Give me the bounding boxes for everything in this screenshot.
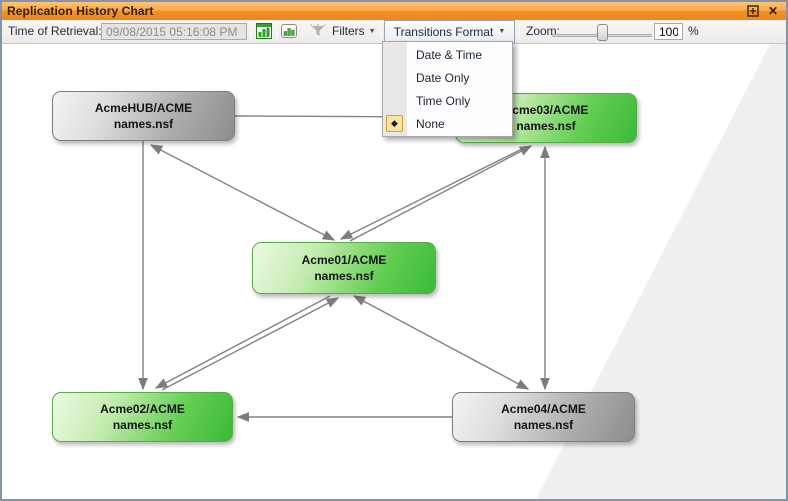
node-acmehub[interactable]: AcmeHUB/ACME names.nsf	[52, 91, 235, 141]
node-label-line1: AcmeHUB/ACME	[94, 101, 193, 115]
separator	[380, 23, 381, 39]
zoom-value-input[interactable]	[654, 23, 683, 40]
menu-item-none[interactable]: ◆ None	[383, 112, 512, 135]
bar-chart-icon[interactable]	[280, 22, 298, 40]
menu-item-date-only[interactable]: Date Only	[383, 66, 512, 89]
transitions-format-button[interactable]: Transitions Format ▼	[384, 20, 515, 43]
maximize-icon[interactable]	[746, 4, 760, 18]
time-of-retrieval-field	[101, 23, 247, 40]
separator	[519, 23, 520, 39]
chevron-down-icon: ▼	[498, 28, 506, 35]
table-report-icon[interactable]	[255, 22, 273, 40]
zoom-label: Zoom:	[526, 24, 561, 38]
selected-radio-icon: ◆	[386, 115, 403, 132]
node-acme02[interactable]: Acme02/ACME names.nsf	[52, 392, 233, 442]
menu-item-label: Date & Time	[416, 47, 483, 62]
time-of-retrieval-label: Time of Retrieval:	[8, 24, 102, 38]
menu-item-label: Date Only	[416, 70, 470, 85]
menu-item-time-only[interactable]: Time Only	[383, 89, 512, 112]
zoom-slider-handle[interactable]	[597, 24, 608, 41]
separator	[251, 23, 252, 39]
close-icon[interactable]: ✕	[767, 4, 779, 18]
percent-label: %	[688, 24, 699, 38]
node-acme04[interactable]: Acme04/ACME names.nsf	[452, 392, 635, 442]
node-label-line2: names.nsf	[513, 418, 574, 432]
node-label-line2: names.nsf	[516, 119, 576, 133]
transitions-format-menu: Date & Time Date Only Time Only ◆ None	[382, 41, 513, 137]
funnel-filter-icon[interactable]	[309, 22, 327, 40]
node-label-line2: names.nsf	[314, 269, 374, 283]
menu-item-date-and-time[interactable]: Date & Time	[383, 43, 512, 66]
node-label-line1: Acme02/ACME	[100, 402, 185, 416]
title-bar: Replication History Chart ✕	[2, 2, 786, 20]
toolbar: Time of Retrieval:	[2, 20, 786, 44]
node-label-line2: names.nsf	[113, 117, 174, 131]
filters-button[interactable]: Filters ▼	[332, 24, 376, 38]
node-label-line1: Acme01/ACME	[301, 253, 387, 267]
node-acme01[interactable]: Acme01/ACME names.nsf	[252, 242, 436, 294]
menu-item-label: None	[416, 116, 445, 131]
chevron-down-icon: ▼	[368, 27, 376, 35]
filters-label: Filters	[332, 24, 365, 38]
separator	[302, 23, 303, 39]
separator	[276, 23, 277, 39]
window-title: Replication History Chart	[7, 4, 154, 18]
node-label-line1: Acme03/ACME	[503, 103, 589, 117]
node-label-line1: Acme04/ACME	[501, 402, 586, 416]
node-label-line2: names.nsf	[112, 418, 173, 432]
menu-item-label: Time Only	[416, 93, 471, 108]
transitions-format-label: Transitions Format	[393, 24, 494, 39]
